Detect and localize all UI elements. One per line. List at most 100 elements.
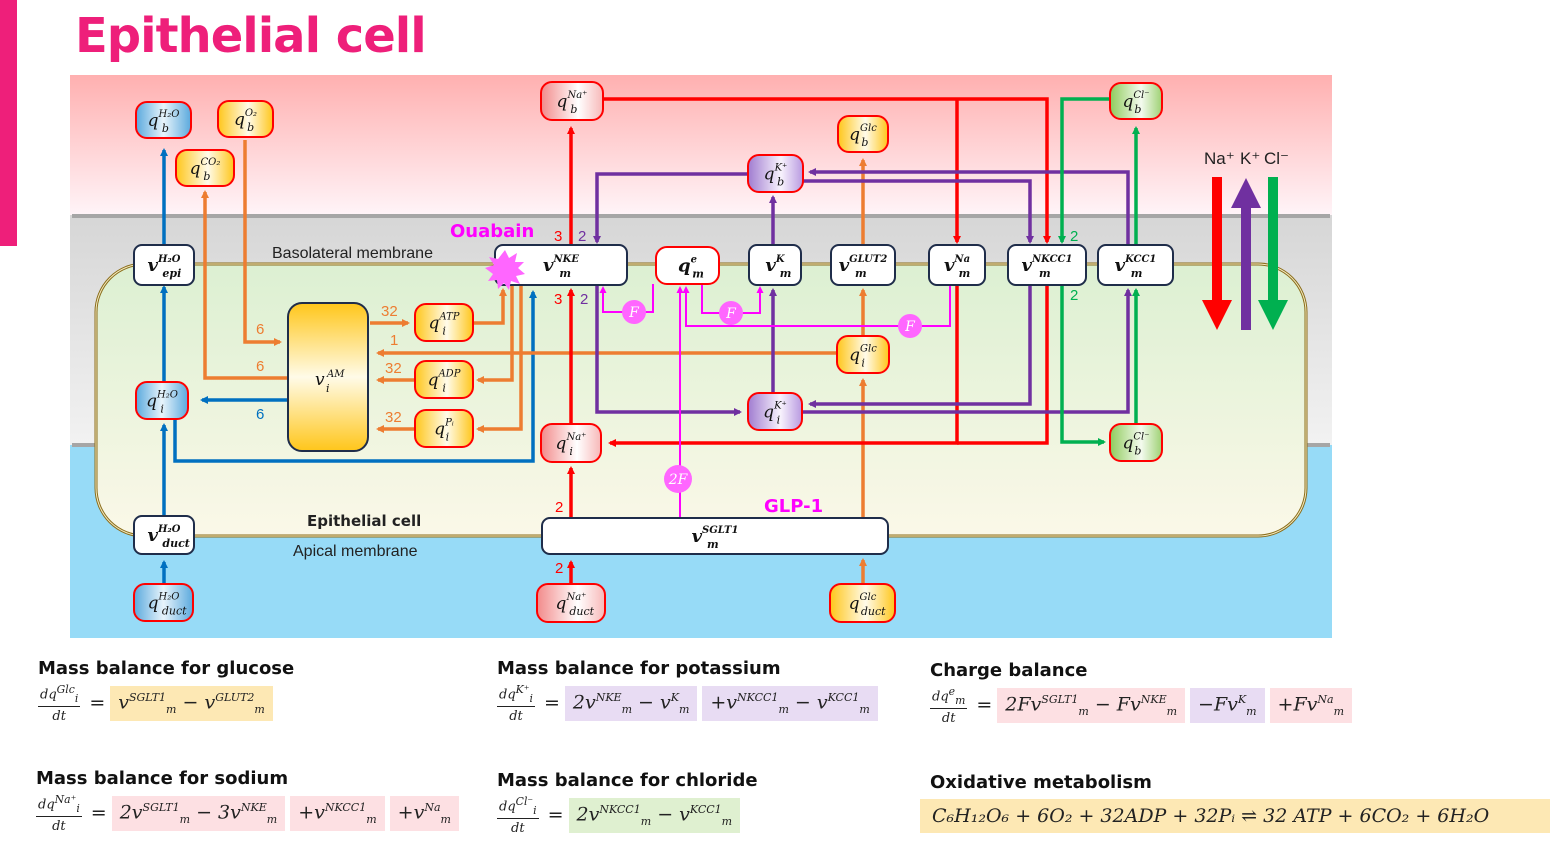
eq-potassium-term-1: 2vNKEm − vKm <box>564 685 698 722</box>
pool-qb-cl-bottom[interactable]: qCl⁻b <box>1109 423 1163 462</box>
stoichiometry-labels: 3 2 3 2 2 2 6 6 32 1 32 32 6 2 2 <box>256 228 1078 577</box>
svg-text:m: m <box>692 268 704 281</box>
arrow-nab-to-nkcc1 <box>603 97 1051 244</box>
svg-text:vK: vK <box>765 254 785 276</box>
pool-qi-na[interactable]: qNa⁺i <box>540 423 602 463</box>
svg-text:qK⁺: qK⁺ <box>764 163 788 185</box>
pool-qb-cl-top[interactable]: qCl⁻b <box>1109 82 1163 120</box>
svg-text:i: i <box>442 325 446 338</box>
stoich-am-o2: 6 <box>256 321 264 338</box>
pool-qi-glc[interactable]: qGlci <box>836 335 890 374</box>
svg-text:qNa⁺: qNa⁺ <box>556 432 587 454</box>
svg-text:qNa⁺: qNa⁺ <box>557 90 588 112</box>
stoich-nke-na-in: 3 <box>554 291 562 308</box>
svg-text:qCO₂: qCO₂ <box>190 157 221 179</box>
page-title: Epithelial cell <box>75 8 427 64</box>
flux-v-nke[interactable]: vNKEm <box>494 244 628 286</box>
pool-qduct-na[interactable]: qNa⁺duct <box>536 583 606 623</box>
stoich-nke-na-out: 3 <box>554 228 562 245</box>
svg-text:b: b <box>777 176 784 189</box>
flux-v-glut2[interactable]: vGLUT2m <box>830 244 896 286</box>
arrow-nke-to-pi <box>476 284 523 433</box>
svg-text:qO₂: qO₂ <box>234 108 257 130</box>
stoich-nkcc1-cl-in: 2 <box>1070 228 1078 245</box>
flux-v-kcc1[interactable]: vKCC1m <box>1097 244 1174 286</box>
pool-qm-e[interactable]: qem <box>655 246 720 285</box>
eq-charge-title: Charge balance <box>930 660 1088 681</box>
svg-text:b: b <box>1134 103 1141 116</box>
svg-text:b: b <box>570 103 577 116</box>
stoich-am-atp: 32 <box>381 303 398 320</box>
basolateral-membrane-label: Basolateral membrane <box>272 245 433 262</box>
svg-text:qCl⁻: qCl⁻ <box>1122 432 1149 454</box>
pool-qi-k[interactable]: qK⁺i <box>747 392 803 431</box>
arrow-nkcc1-to-nai <box>957 285 1049 445</box>
svg-text:duct: duct <box>861 605 886 618</box>
flux-v-sglt1[interactable]: vSGLT1m <box>541 517 889 555</box>
glp1-label: GLP-1 <box>764 496 823 517</box>
svg-text:qH₂O: qH₂O <box>148 592 180 614</box>
pool-qb-na[interactable]: qNa⁺b <box>540 81 604 121</box>
svg-text:m: m <box>855 267 867 280</box>
flux-v-nkcc1[interactable]: vNKCC1m <box>1007 244 1087 286</box>
svg-text:duct: duct <box>162 605 187 618</box>
eq-oxidative: Oxidative metabolism C₆H₁₂O₆ + 6O₂ + 32A… <box>920 772 1550 833</box>
svg-text:i: i <box>569 445 573 458</box>
ouabain-label: Ouabain <box>450 221 534 242</box>
ion-legend-k: K⁺ <box>1240 149 1260 168</box>
arrow-am-to-co2 <box>201 190 288 380</box>
ion-legend: Na⁺ K⁺ Cl⁻ <box>1202 149 1289 330</box>
svg-text:i: i <box>777 414 781 427</box>
arrow-nkcc1-to-ki <box>808 285 1032 408</box>
eq-sodium-term-2: +vNKCC1m <box>290 795 385 832</box>
eq-potassium-term-2: +vNKCC1m − vKCC1m <box>702 685 878 722</box>
stoich-am-glc: 1 <box>390 332 398 349</box>
eq-oxidative-reaction: C₆H₁₂O₆ + 6O₂ + 32ADP + 32Pᵢ ⇌ 32 ATP + … <box>920 799 1550 833</box>
flux-v-na[interactable]: vNam <box>928 244 986 286</box>
stoich-sglt1-na-out: 2 <box>555 560 563 577</box>
accent-bar <box>0 0 17 246</box>
arrow-nkcc1-to-cl <box>1060 285 1106 446</box>
charge-badge-sglt1: 2F <box>668 472 689 488</box>
apical-membrane-label: Apical membrane <box>293 543 418 560</box>
flux-v-k[interactable]: vKm <box>748 244 802 286</box>
svg-text:qADP: qADP <box>428 369 461 391</box>
pool-qb-k[interactable]: qK⁺b <box>747 154 804 193</box>
basolateral-boundary <box>72 214 1330 218</box>
arrow-ki-to-kcc1 <box>803 288 1132 414</box>
svg-text:m: m <box>780 267 792 280</box>
stoich-sglt1-na-in: 2 <box>555 499 563 516</box>
aerobic-metabolism-box[interactable] <box>287 302 369 452</box>
svg-text:i: i <box>442 382 446 395</box>
svg-text:b: b <box>203 170 210 183</box>
svg-text:qH₂O: qH₂O <box>148 109 180 131</box>
arrow-nke-to-adp <box>476 284 514 384</box>
svg-text:qGlc: qGlc <box>849 344 877 366</box>
svg-text:qGlc: qGlc <box>849 592 877 614</box>
arrow-h2o-to-nke <box>173 290 537 463</box>
arrow-atp-to-nke <box>474 288 507 325</box>
svg-text:qNa⁺: qNa⁺ <box>556 592 587 614</box>
svg-text:qGlc: qGlc <box>849 123 877 145</box>
v-am-base: v <box>315 370 325 390</box>
svg-text:m: m <box>959 267 971 280</box>
eq-oxidative-title: Oxidative metabolism <box>930 772 1152 793</box>
eq-sodium-title: Mass balance for sodium <box>36 768 289 789</box>
stoich-nke-k-in: 2 <box>578 228 586 245</box>
